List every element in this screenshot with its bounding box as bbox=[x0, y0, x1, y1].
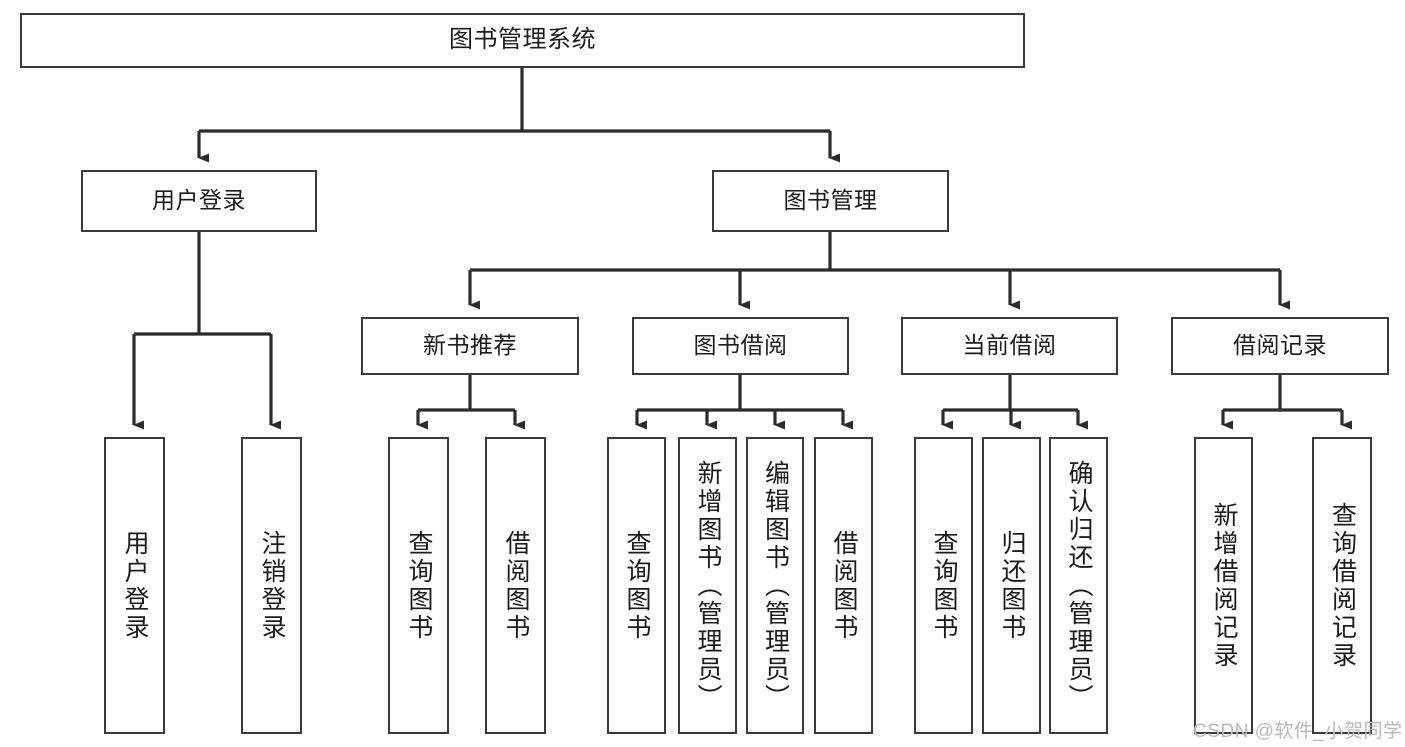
node-label-leaf-edit-book: 编辑图书（管理员） bbox=[761, 459, 790, 712]
node-label-leaf-query-book-b: 查询图书 bbox=[623, 529, 651, 642]
node-label-new-book-recommend: 新书推荐 bbox=[423, 332, 517, 359]
node-label-root: 图书管理系统 bbox=[449, 26, 596, 54]
node-leaf-return-book[interactable]: 归还图书 bbox=[982, 437, 1041, 734]
node-book-borrow[interactable]: 图书借阅 bbox=[632, 317, 849, 375]
node-leaf-add-book[interactable]: 新增图书（管理员） bbox=[678, 437, 737, 734]
node-new-book-recommend[interactable]: 新书推荐 bbox=[361, 317, 579, 375]
node-label-current-borrow: 当前借阅 bbox=[962, 332, 1057, 359]
node-current-borrow[interactable]: 当前借阅 bbox=[901, 317, 1118, 375]
node-label-book-borrow: 图书借阅 bbox=[693, 332, 788, 359]
node-leaf-borrow-book-b[interactable]: 借阅图书 bbox=[814, 437, 873, 734]
node-label-leaf-borrow-book-b: 借阅图书 bbox=[830, 529, 858, 642]
node-label-book-manage: 图书管理 bbox=[783, 187, 878, 214]
node-user-login[interactable]: 用户登录 bbox=[81, 170, 317, 232]
node-label-leaf-query-record: 查询借阅记录 bbox=[1328, 501, 1357, 670]
node-leaf-query-book-b[interactable]: 查询图书 bbox=[607, 437, 666, 734]
node-leaf-user-login[interactable]: 用户登录 bbox=[104, 437, 165, 734]
node-label-leaf-add-book: 新增图书（管理员） bbox=[694, 459, 722, 712]
node-label-leaf-logout: 注销登录 bbox=[258, 529, 286, 642]
node-leaf-query-book-c[interactable]: 查询图书 bbox=[914, 437, 973, 734]
node-leaf-edit-book[interactable]: 编辑图书（管理员） bbox=[746, 437, 804, 734]
node-leaf-borrow-book-a[interactable]: 借阅图书 bbox=[485, 437, 546, 734]
node-root-system[interactable]: 图书管理系统 bbox=[20, 13, 1025, 68]
node-label-borrow-record: 借阅记录 bbox=[1233, 332, 1327, 359]
node-label-leaf-add-record: 新增借阅记录 bbox=[1210, 501, 1238, 670]
node-leaf-add-record[interactable]: 新增借阅记录 bbox=[1194, 437, 1253, 734]
node-label-leaf-confirm-return: 确认归还（管理员） bbox=[1065, 459, 1093, 712]
node-leaf-confirm-return[interactable]: 确认归还（管理员） bbox=[1049, 437, 1108, 734]
node-leaf-logout[interactable]: 注销登录 bbox=[241, 437, 302, 734]
node-label-leaf-return-book: 归还图书 bbox=[998, 529, 1026, 642]
node-book-manage[interactable]: 图书管理 bbox=[712, 170, 949, 232]
node-label-leaf-query-book-a: 查询图书 bbox=[405, 529, 433, 642]
node-leaf-query-book-a[interactable]: 查询图书 bbox=[388, 437, 449, 734]
node-label-leaf-borrow-book-a: 借阅图书 bbox=[502, 529, 530, 642]
node-leaf-query-record[interactable]: 查询借阅记录 bbox=[1312, 437, 1372, 734]
node-borrow-record[interactable]: 借阅记录 bbox=[1171, 317, 1389, 375]
node-label-leaf-query-book-c: 查询图书 bbox=[930, 529, 958, 642]
node-label-user-login: 用户登录 bbox=[152, 187, 246, 214]
node-label-leaf-user-login: 用户登录 bbox=[121, 529, 149, 642]
